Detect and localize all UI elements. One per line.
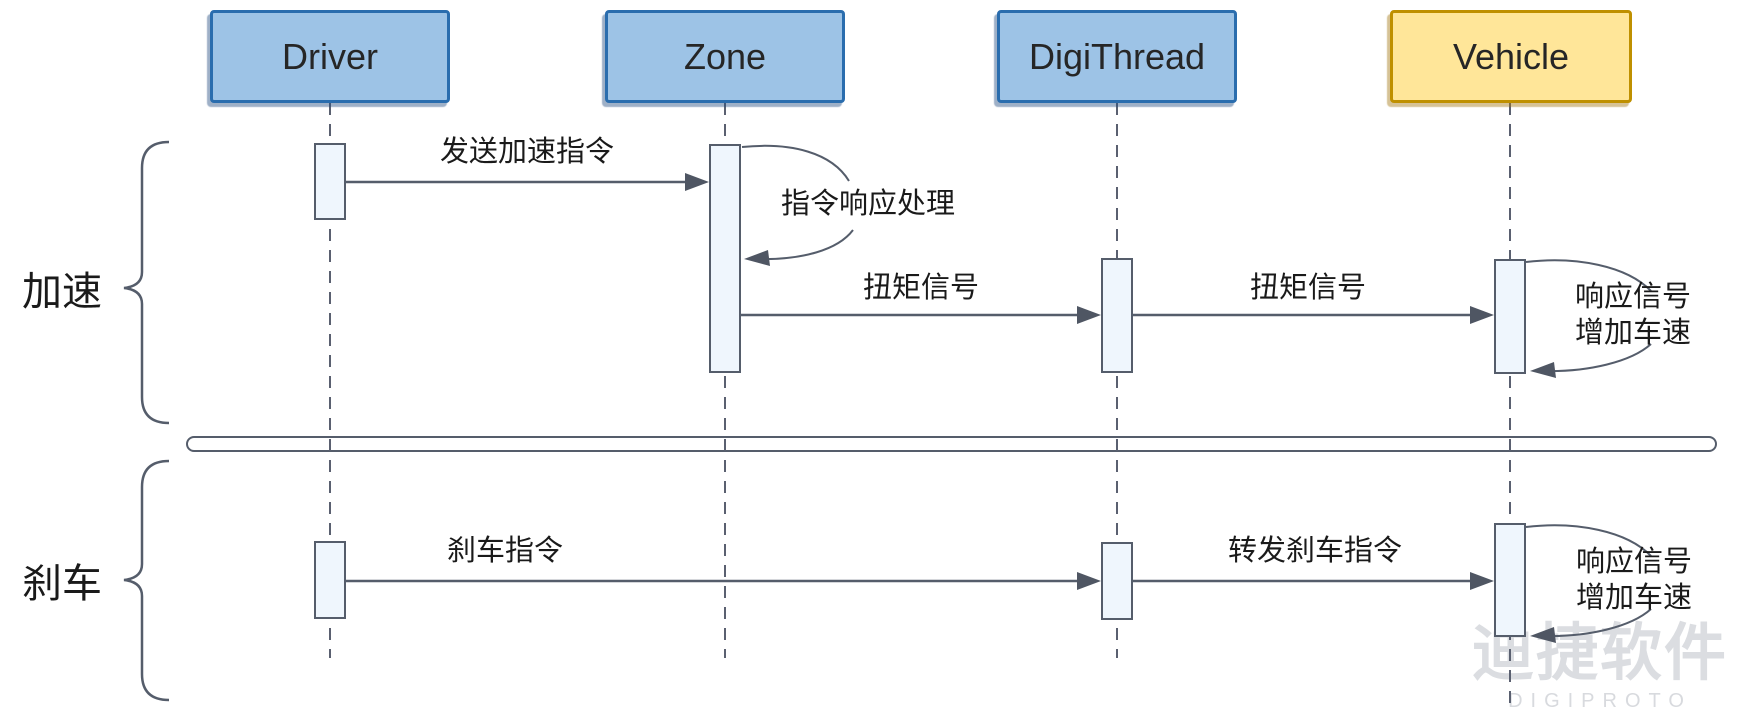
arrow-torque-2: [1133, 306, 1494, 324]
actor-box-digithread: DigiThread: [997, 10, 1237, 103]
arrow-torque-1: [741, 306, 1101, 324]
msg-send-accel: 发送加速指令: [439, 136, 615, 168]
activation-vehicle-brake: [1494, 523, 1526, 637]
actor-label-vehicle: Vehicle: [1452, 35, 1570, 77]
msg-response-accel-line1: 响应信号: [1574, 281, 1692, 313]
arrow-brake-cmd: [346, 572, 1101, 590]
arrow-response-self-brake: [1525, 524, 1652, 643]
section-label-accelerate: 加速: [22, 270, 102, 314]
msg-cmd-process: 指令响应处理: [780, 188, 956, 220]
msg-response-brake-line1: 响应信号: [1575, 546, 1693, 578]
activation-driver-accel: [314, 143, 346, 220]
msg-torque-1: 扭矩信号: [862, 272, 980, 304]
msg-response-accel: 响应信号 增加车速: [1575, 279, 1691, 351]
actor-box-driver: Driver: [210, 10, 450, 103]
arrow-send-accel: [346, 173, 709, 191]
activation-zone-accel: [709, 144, 741, 373]
arrow-forward-brake: [1133, 572, 1494, 590]
msg-forward-brake: 转发刹车指令: [1227, 535, 1403, 567]
actor-box-zone: Zone: [605, 10, 845, 103]
message-arrows: [346, 144, 1652, 643]
brace-brake: [123, 459, 170, 702]
activation-digithread-accel: [1101, 258, 1133, 373]
watermark-subtitle: DIGIPROTO: [1508, 690, 1692, 712]
arrow-response-self-accel: [1525, 259, 1652, 378]
brace-accelerate: [123, 140, 170, 425]
msg-torque-2: 扭矩信号: [1249, 272, 1367, 304]
actor-box-vehicle: Vehicle: [1390, 10, 1632, 103]
actor-label-digithread: DigiThread: [1028, 35, 1206, 77]
arrow-cmd-process-self: [741, 144, 854, 266]
actor-label-driver: Driver: [282, 35, 378, 77]
msg-response-brake-line2: 增加车速: [1575, 582, 1693, 614]
section-label-brake: 刹车: [22, 562, 102, 606]
msg-response-brake: 响应信号 增加车速: [1576, 544, 1692, 616]
activation-vehicle-accel: [1494, 259, 1526, 374]
msg-response-accel-line2: 增加车速: [1574, 317, 1692, 349]
msg-brake-cmd: 刹车指令: [446, 535, 564, 567]
activation-digithread-brake: [1101, 542, 1133, 620]
activation-driver-brake: [314, 541, 346, 619]
section-divider: [186, 436, 1717, 452]
actor-label-zone: Zone: [683, 35, 767, 77]
section-braces: [123, 140, 170, 702]
